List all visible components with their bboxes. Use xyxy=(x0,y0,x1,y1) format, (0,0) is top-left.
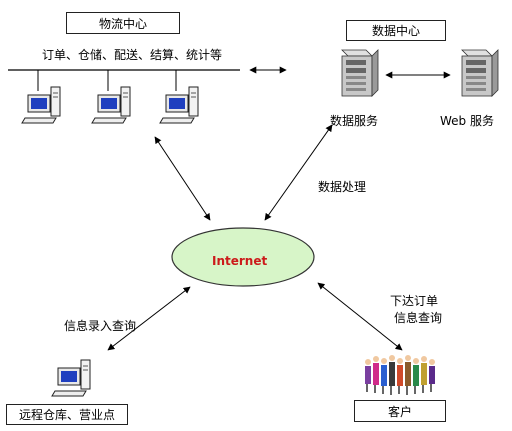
db-server-label: 数据服务 xyxy=(330,114,379,128)
web-server-icon xyxy=(461,49,499,97)
computer-icon-2 xyxy=(91,86,131,124)
remote-internet-arrow xyxy=(107,286,191,351)
web-server-label: Web 服务 xyxy=(440,114,494,128)
data-center-title: 数据中心 xyxy=(346,20,446,41)
db-server-icon xyxy=(341,49,379,97)
internet-ellipse xyxy=(171,227,315,287)
logistics-functions-label: 订单、仓储、配送、结算、统计等 xyxy=(42,48,223,62)
info-query-label: 信息查询 xyxy=(394,311,443,325)
remote-computer-icon xyxy=(51,359,91,397)
computer-icon-1 xyxy=(21,86,61,124)
info-entry-query-label: 信息录入查询 xyxy=(64,319,137,333)
customer-internet-arrow xyxy=(317,282,403,351)
customers-crowd-icon xyxy=(365,355,435,395)
internet-label: Internet xyxy=(212,254,268,268)
data-processing-label: 数据处理 xyxy=(318,180,367,194)
logistics-internet-arrow xyxy=(154,136,211,221)
datacenter-internet-arrow xyxy=(264,124,333,221)
computer-icon-3 xyxy=(159,86,199,124)
place-order-label: 下达订单 xyxy=(390,294,439,308)
remote-warehouse-label: 远程仓库、营业点 xyxy=(6,404,128,425)
logistics-center-title: 物流中心 xyxy=(66,12,180,34)
customer-label: 客户 xyxy=(354,400,446,422)
